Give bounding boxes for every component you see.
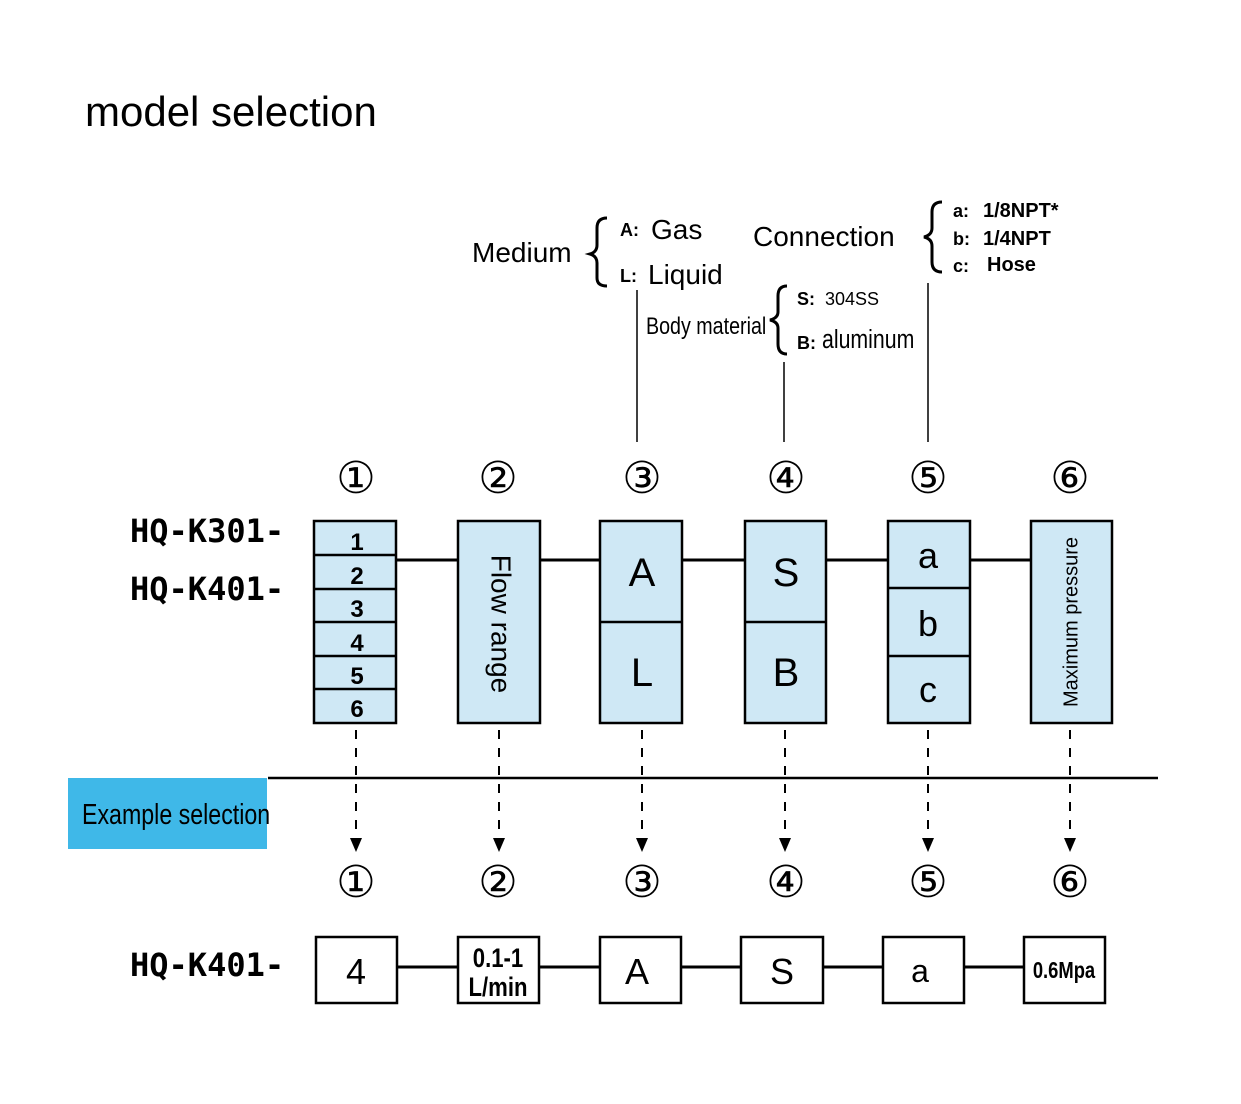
example-value-connection: a — [911, 953, 929, 989]
body-material-option-b: B — [773, 651, 800, 695]
arrow-heads — [350, 838, 1076, 852]
connection-option-a: a — [918, 535, 939, 576]
position-number-3: ③ — [622, 454, 661, 503]
page-title: model selection — [85, 88, 377, 135]
example-box-4 — [739, 935, 825, 1005]
example-box-6 — [1022, 935, 1107, 1005]
connection-label: Connection — [753, 221, 895, 252]
example-selection-banner — [68, 778, 267, 849]
example-box-2 — [456, 935, 541, 1005]
connection-text-c: Hose — [987, 254, 1036, 276]
example-value-flow-range-line1: 0.1-1 — [473, 944, 524, 974]
position-number-6: ⑥ — [1050, 454, 1089, 503]
medium-text-l: Liquid — [648, 259, 723, 290]
example-box-3 — [598, 935, 683, 1005]
example-selection-label: Example selection — [82, 797, 270, 830]
dashed-arrows — [355, 730, 1071, 838]
connection-option-c: c — [919, 669, 937, 710]
body-material-text-b: aluminum — [822, 325, 914, 355]
example-value-max-pressure: 0.6Mpa — [1033, 958, 1096, 983]
selection-box-max-pressure: Maximum pressure — [1029, 519, 1114, 725]
diameter-option-4: 4 — [350, 630, 364, 657]
example-position-number-3: ③ — [622, 858, 661, 907]
example-box-1 — [314, 935, 399, 1005]
body-material-code-s: S: — [797, 289, 815, 309]
connection-brace — [923, 200, 943, 274]
example-position-number-5: ⑤ — [908, 858, 947, 907]
medium-option-l: L — [631, 651, 653, 695]
connection-code-b: b: — [953, 229, 970, 249]
body-material-code-b: B: — [797, 333, 816, 353]
example-model-name: HQ-K401- — [130, 946, 284, 984]
position-number-4: ④ — [766, 454, 805, 503]
model-name-k401: HQ-K401- — [130, 570, 284, 608]
example-value-medium: A — [625, 951, 649, 992]
diameter-option-6: 6 — [350, 696, 363, 723]
example-position-number-2: ② — [478, 858, 517, 907]
diameter-option-3: 3 — [350, 596, 363, 623]
body-material-option-s: S — [773, 551, 800, 595]
selection-box-medium: A L — [598, 519, 684, 725]
medium-code-l: L: — [620, 266, 637, 286]
example-position-number-4: ④ — [766, 858, 805, 907]
medium-label: Medium — [472, 237, 572, 268]
example-position-number-6: ⑥ — [1050, 858, 1089, 907]
example-value-diameter: 4 — [346, 951, 366, 992]
medium-option-a: A — [629, 551, 656, 595]
diameter-option-5: 5 — [350, 663, 363, 690]
connection-text-b: 1/4NPT — [983, 228, 1051, 250]
position-number-5: ⑤ — [908, 454, 947, 503]
model-name-k301: HQ-K301- — [130, 512, 284, 550]
max-pressure-label: Maximum pressure — [1060, 537, 1082, 707]
selection-box-flow-range: Flow range — [456, 519, 542, 725]
connection-code-a: a: — [953, 201, 969, 221]
body-material-brace — [769, 284, 788, 356]
selection-box-body-material: S B — [743, 519, 828, 725]
example-value-flow-range-line2: L/min — [468, 973, 527, 1003]
selection-box-diameter: 1 2 3 4 5 6 — [312, 519, 398, 725]
diameter-option-1: 1 — [350, 529, 363, 556]
connection-code-c: c: — [953, 256, 969, 276]
selection-box-connection: a b c — [886, 519, 972, 725]
connection-text-a: 1/8NPT* — [983, 200, 1059, 222]
connection-option-b: b — [918, 603, 938, 644]
flow-range-label: Flow range — [486, 555, 517, 694]
example-value-body-material: S — [770, 951, 794, 992]
medium-text-a: Gas — [651, 214, 702, 245]
example-position-number-1: ① — [336, 858, 375, 907]
position-number-1: ① — [336, 454, 375, 503]
medium-code-a: A: — [620, 220, 639, 240]
example-box-5 — [881, 935, 966, 1005]
position-number-2: ② — [478, 454, 517, 503]
medium-brace — [584, 216, 608, 288]
diameter-option-2: 2 — [350, 563, 363, 590]
body-material-label: Body material — [646, 312, 766, 339]
body-material-text-s: 304SS — [825, 289, 879, 309]
